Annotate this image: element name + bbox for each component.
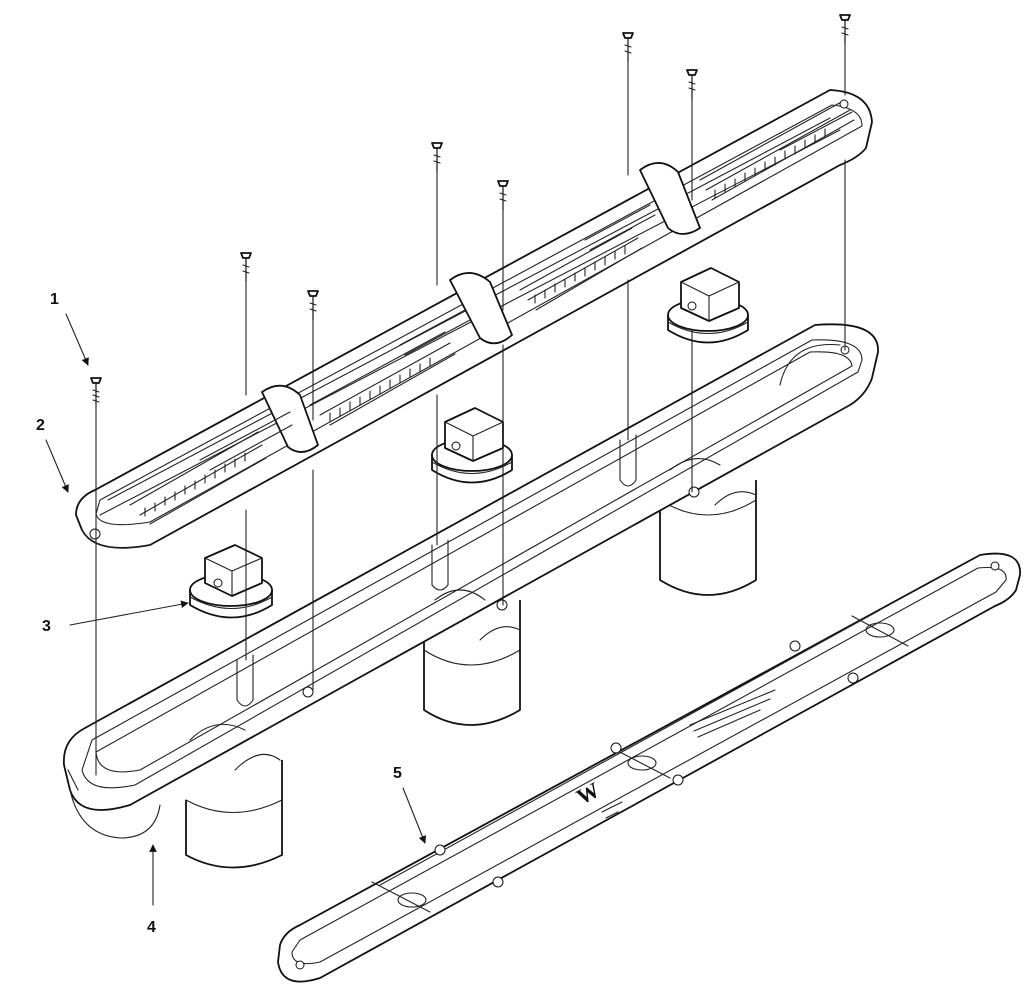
threaded-plug-left (189, 544, 273, 619)
callout-2: 2 (36, 417, 69, 493)
grate-hinge-3 (639, 162, 701, 235)
screw-6 (622, 32, 634, 441)
grate-slots (129, 99, 855, 525)
threaded-plug-middle (431, 407, 513, 484)
pipe-socket-middle (423, 600, 521, 726)
grate-hinge-2 (449, 272, 513, 345)
callout-1: 1 (50, 291, 89, 366)
callout-4: 4 (147, 844, 157, 936)
svg-text:4: 4 (147, 919, 156, 936)
pipe-socket-left (185, 760, 283, 869)
screw-5 (497, 180, 509, 606)
screw-2 (240, 252, 252, 661)
screw-8 (839, 14, 851, 351)
svg-text:1: 1 (50, 291, 59, 308)
grate-cover (75, 89, 873, 549)
screw-3 (307, 290, 319, 691)
screw-4 (431, 142, 443, 546)
callout-3: 3 (42, 600, 189, 635)
svg-text:3: 3 (42, 618, 51, 635)
screw-1 (90, 377, 102, 776)
engraved-text-lines (601, 689, 776, 819)
screws (90, 14, 851, 776)
svg-text:2: 2 (36, 417, 45, 434)
cover-plate: W (277, 552, 1021, 983)
threaded-plug-right (667, 267, 749, 344)
svg-text:5: 5 (393, 765, 402, 782)
housing-trough (62, 323, 879, 869)
screw-7 (686, 69, 698, 493)
callout-5: 5 (393, 765, 427, 844)
grate-hinge-1 (261, 384, 319, 453)
